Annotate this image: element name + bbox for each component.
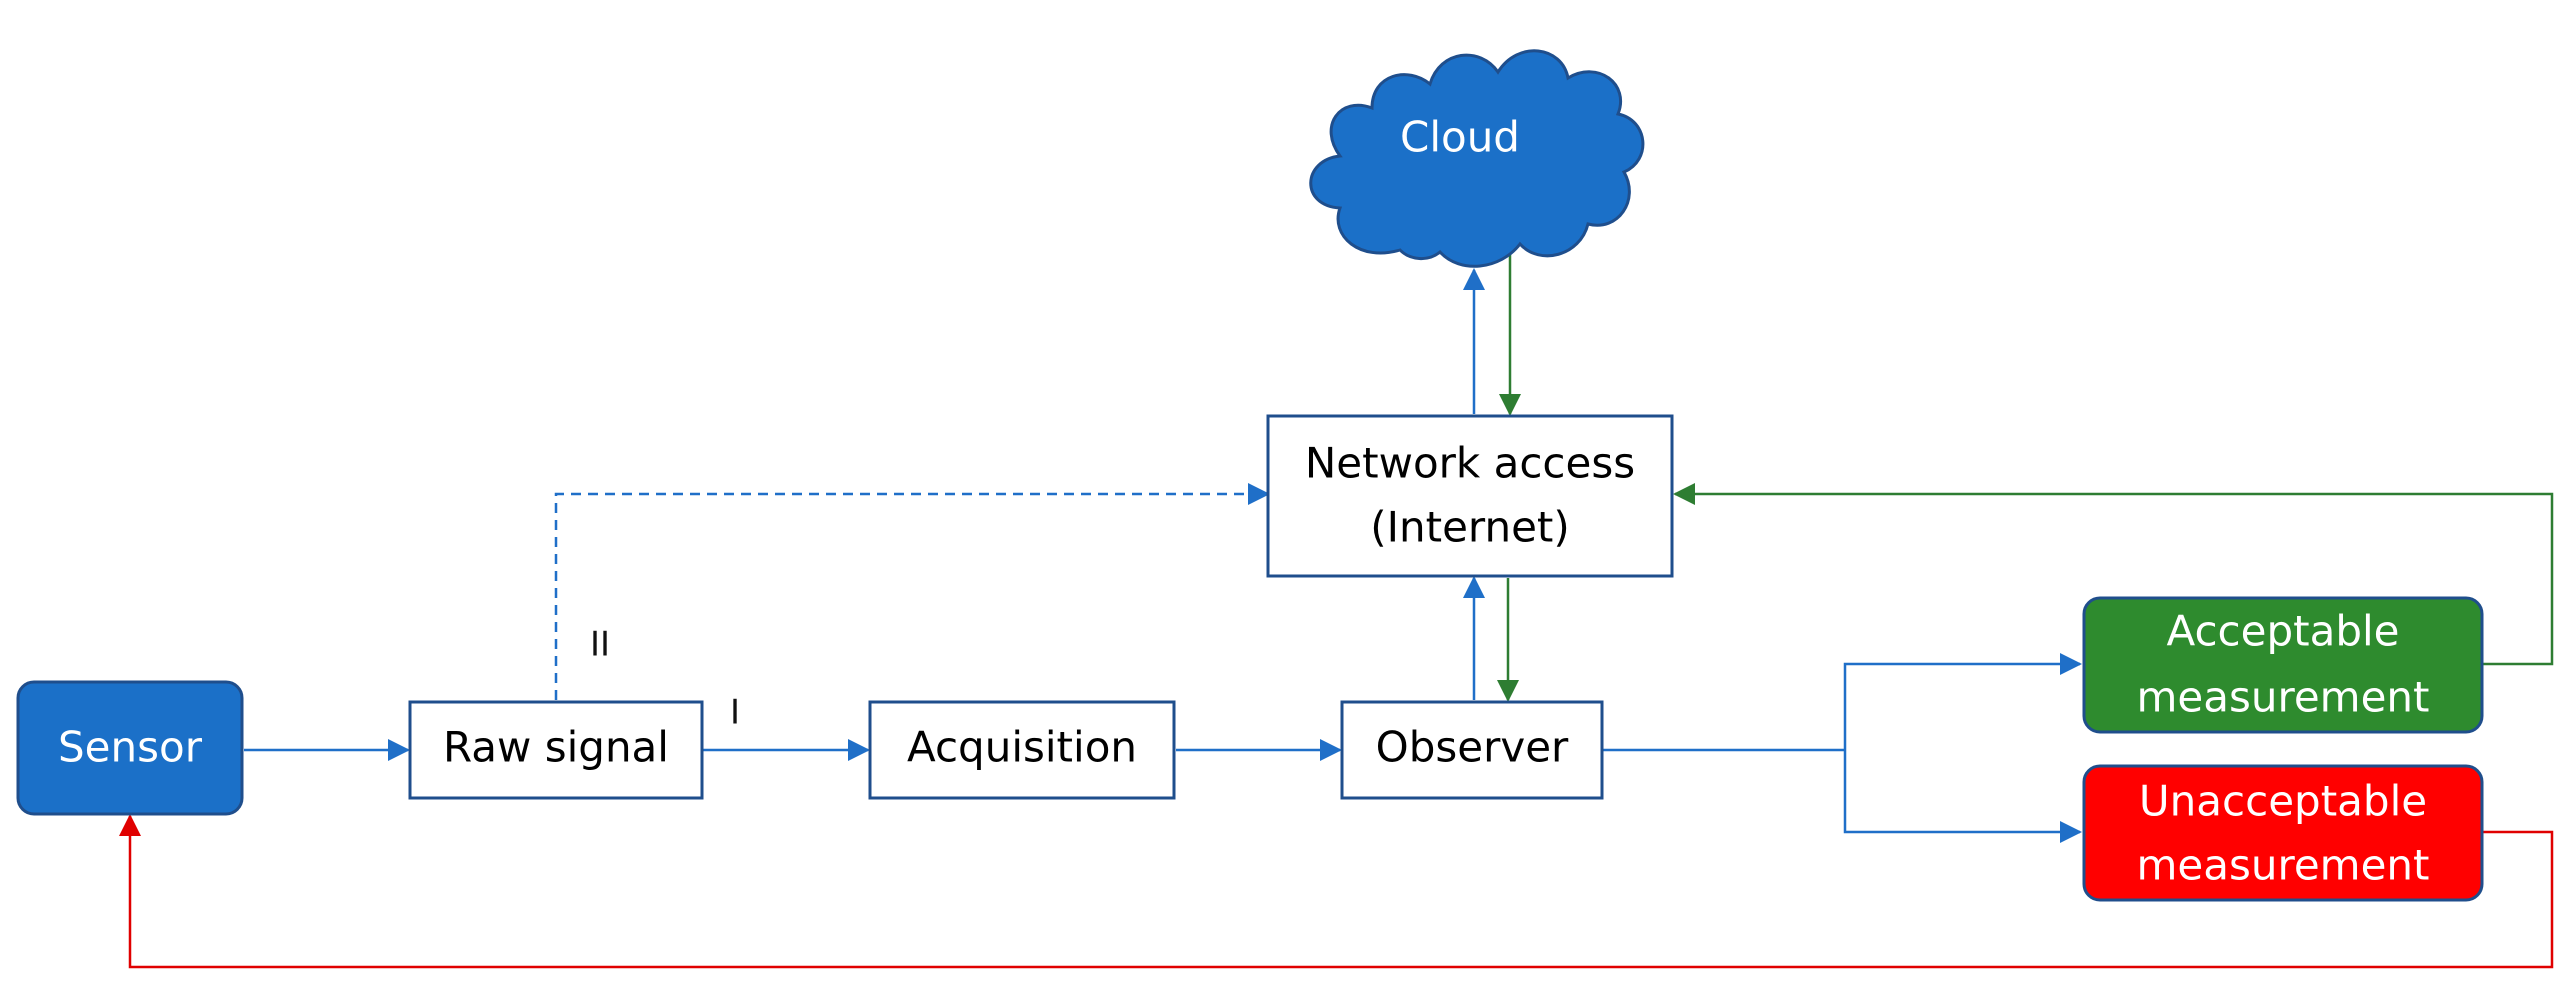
observer-label: Observer (1376, 723, 1569, 772)
edge-unacceptable-sensor (119, 814, 2554, 969)
cloud-node[interactable]: Cloud (1309, 49, 1645, 268)
observer-node[interactable]: Observer (1340, 700, 1604, 800)
sensor-node[interactable]: Sensor (16, 680, 244, 816)
edge-split-acceptable (1843, 653, 2082, 750)
acceptable-label-line2: measurement (2136, 673, 2429, 722)
edge-raw-network-dashed (554, 483, 1270, 700)
sensor-label: Sensor (58, 723, 203, 772)
edge-acceptable-network (1673, 483, 2554, 666)
raw-signal-label: Raw signal (443, 723, 669, 772)
path-label-one: I (730, 693, 740, 733)
raw-signal-node[interactable]: Raw signal (408, 700, 704, 800)
acceptable-measurement-node[interactable]: Acceptable measurement (2082, 596, 2484, 734)
network-label-line2: (Internet) (1370, 503, 1570, 552)
cloud-icon (1309, 49, 1645, 268)
acceptable-label-line1: Acceptable (2166, 607, 2399, 656)
acquisition-node[interactable]: Acquisition (868, 700, 1176, 800)
acquisition-label: Acquisition (907, 723, 1137, 772)
cloud-label: Cloud (1400, 113, 1520, 162)
unacceptable-measurement-node[interactable]: Unacceptable measurement (2082, 764, 2484, 902)
unacceptable-label-line2: measurement (2136, 841, 2429, 890)
network-access-node[interactable]: Network access (Internet) (1266, 414, 1674, 578)
edge-split-unacceptable (1843, 750, 2082, 843)
path-label-two: II (590, 625, 610, 665)
network-label-line1: Network access (1305, 439, 1635, 488)
unacceptable-label-line1: Unacceptable (2139, 777, 2427, 826)
